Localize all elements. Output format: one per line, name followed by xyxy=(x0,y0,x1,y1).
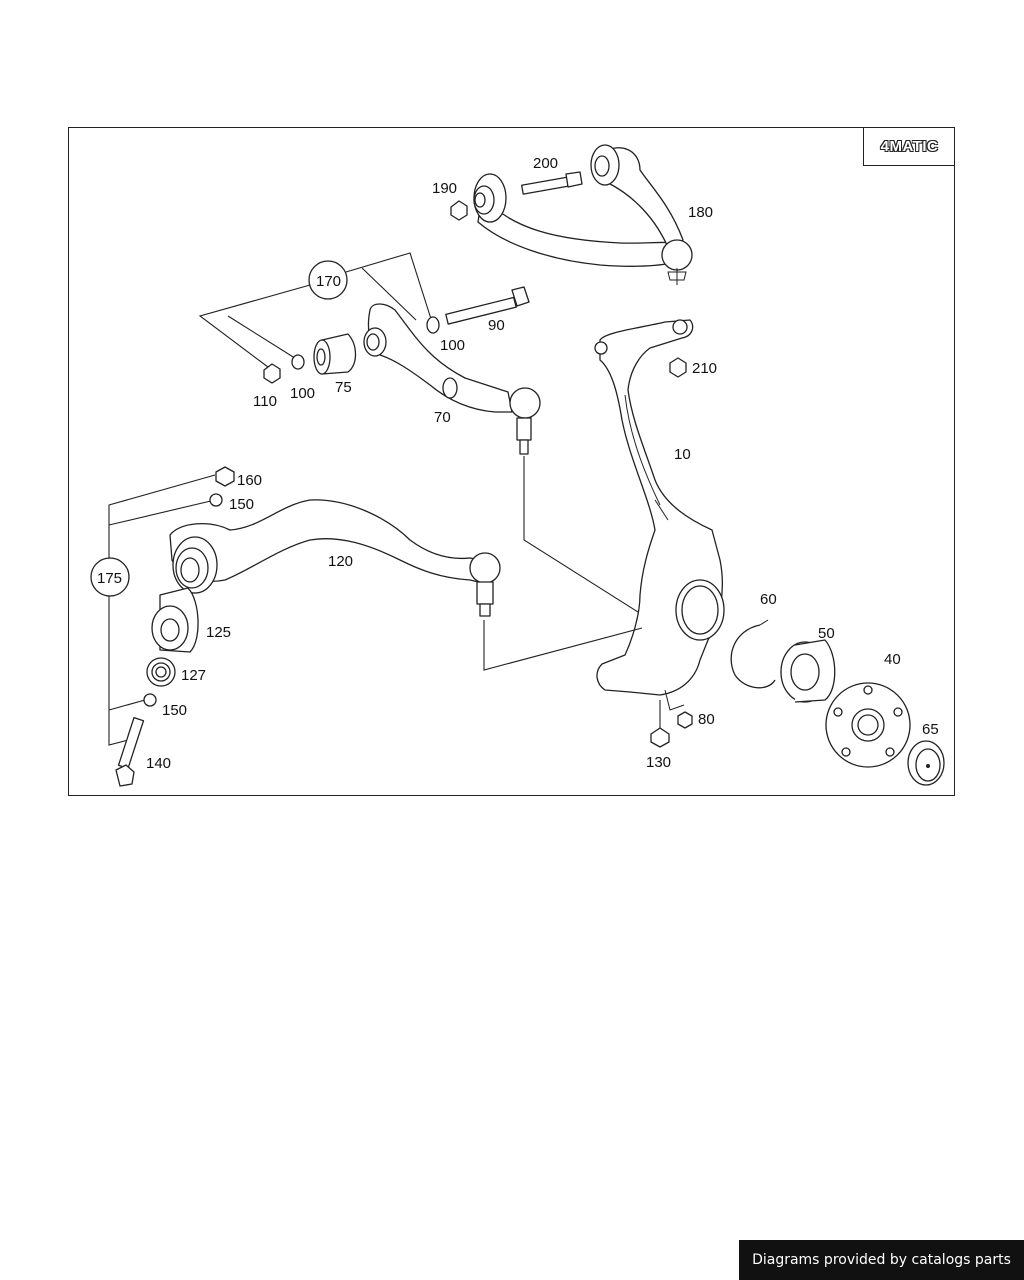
label-40: 40 xyxy=(884,651,901,668)
label-175: 175 xyxy=(97,570,122,587)
bushing-125 xyxy=(151,587,199,653)
bolt-200 xyxy=(521,171,583,195)
connector-120-knuckle xyxy=(483,620,643,671)
label-150-lower: 150 xyxy=(162,702,187,719)
label-160: 160 xyxy=(237,472,262,489)
label-70: 70 xyxy=(434,409,451,426)
callout-circle-170 xyxy=(308,260,348,300)
label-90: 90 xyxy=(488,317,505,334)
washer-150-upper xyxy=(209,493,223,507)
label-210: 210 xyxy=(692,360,717,377)
washer-150-lower xyxy=(143,693,157,707)
callout-circle-175 xyxy=(90,557,130,597)
wheel-hub-40 xyxy=(825,682,911,768)
nut-210 xyxy=(669,357,687,378)
label-65: 65 xyxy=(922,721,939,738)
circlip-60 xyxy=(730,619,776,689)
label-100-upper: 100 xyxy=(440,337,465,354)
label-127: 127 xyxy=(181,667,206,684)
label-120: 120 xyxy=(328,553,353,570)
steering-knuckle-10 xyxy=(594,319,725,711)
wheel-bearing-50 xyxy=(780,639,836,703)
label-140: 140 xyxy=(146,755,171,772)
label-80: 80 xyxy=(698,711,715,728)
label-100-lower: 100 xyxy=(290,385,315,402)
label-180: 180 xyxy=(688,204,713,221)
group-170-leaders xyxy=(198,252,433,371)
4matic-badge: 4MATIC xyxy=(863,128,955,166)
control-arm-70 xyxy=(363,303,541,455)
label-75: 75 xyxy=(335,379,352,396)
label-130: 130 xyxy=(646,754,671,771)
bolt-140 xyxy=(115,717,145,787)
nut-110 xyxy=(263,363,281,384)
label-170: 170 xyxy=(316,273,341,290)
bushing-75 xyxy=(313,333,357,375)
bolt-90 xyxy=(445,286,530,325)
nut-80 xyxy=(677,711,693,729)
label-50: 50 xyxy=(818,625,835,642)
label-200: 200 xyxy=(533,155,558,172)
connector-70-knuckle xyxy=(523,456,639,613)
label-10: 10 xyxy=(674,446,691,463)
nut-160 xyxy=(215,466,235,487)
footer-attribution: Diagrams provided by catalogs parts xyxy=(739,1240,1024,1280)
washer-100-upper xyxy=(426,316,440,334)
label-150-upper: 150 xyxy=(229,496,254,513)
group-175-leaders xyxy=(108,474,216,746)
label-110: 110 xyxy=(253,393,277,410)
label-60: 60 xyxy=(760,591,777,608)
label-125: 125 xyxy=(206,624,231,641)
nut-190 xyxy=(450,200,468,221)
nut-130 xyxy=(650,727,670,748)
dust-cap-65 xyxy=(907,740,945,786)
bushing-127 xyxy=(146,657,176,687)
washer-100-lower xyxy=(291,354,305,370)
control-arm-120 xyxy=(169,499,501,617)
callout-labels: 200 190 180 170 90 100 210 75 100 110 70… xyxy=(97,155,939,772)
label-190: 190 xyxy=(432,180,457,197)
upper-control-arm-180 xyxy=(473,144,693,285)
